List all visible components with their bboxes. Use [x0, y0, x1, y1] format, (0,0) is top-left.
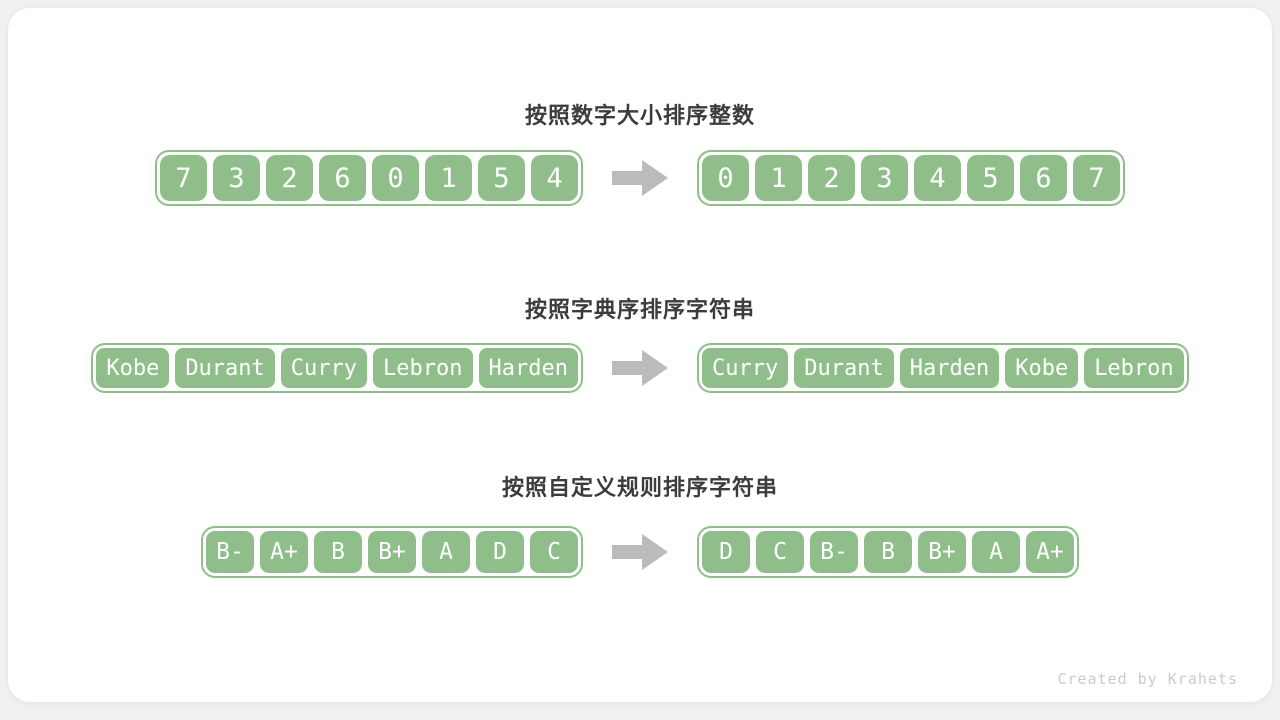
array-cell: Lebron: [1084, 348, 1184, 388]
array-cell: B: [314, 531, 362, 573]
array-cell: D: [702, 531, 750, 573]
array-cell: B: [864, 531, 912, 573]
array-cell: 7: [1073, 155, 1120, 201]
array-cell: Kobe: [96, 348, 170, 388]
array-cell: A+: [260, 531, 308, 573]
array-cell: B+: [368, 531, 416, 573]
array-cell: Durant: [175, 348, 275, 388]
array-cell: 0: [372, 155, 419, 201]
watermark: Created by Krahets: [1057, 670, 1238, 688]
array-cell: B-: [810, 531, 858, 573]
array-cell: Kobe: [1005, 348, 1079, 388]
arrow-right-icon: [612, 534, 668, 570]
array-cell: Curry: [702, 348, 789, 388]
array-cell: A: [422, 531, 470, 573]
array-cell: 5: [478, 155, 525, 201]
array-cell: A+: [1026, 531, 1074, 573]
section-title: 按照自定义规则排序字符串: [501, 475, 778, 500]
array-cell: 3: [213, 155, 260, 201]
array-cell: B+: [918, 531, 966, 573]
array-cell: Curry: [280, 348, 368, 388]
arrow-right-icon: [612, 350, 668, 386]
array-cell: D: [476, 531, 524, 573]
array-cell: 2: [266, 155, 313, 201]
array-cell: 2: [808, 155, 855, 201]
array-cell: 5: [967, 155, 1014, 201]
array-cell: 0: [702, 155, 749, 201]
array-cell: C: [756, 531, 804, 573]
array-cell: 4: [531, 155, 578, 201]
array-cell: 1: [755, 155, 802, 201]
section-title: 按照字典序排序字符串: [524, 297, 755, 322]
array-cell: 3: [861, 155, 908, 201]
array-cell: C: [530, 531, 578, 573]
array-cell: 7: [160, 155, 207, 201]
array-cell: 4: [914, 155, 961, 201]
array-cell: Harden: [899, 348, 1000, 388]
array-cell: Lebron: [373, 348, 473, 388]
array-cell: Durant: [794, 348, 894, 388]
section-title: 按照数字大小排序整数: [524, 103, 755, 128]
arrow-right-icon: [612, 160, 668, 196]
array-cell: 6: [319, 155, 366, 201]
array-cell: 6: [1020, 155, 1067, 201]
array-cell: 1: [425, 155, 472, 201]
array-cell: B-: [206, 531, 254, 573]
array-cell: A: [972, 531, 1020, 573]
array-cell: Harden: [478, 348, 578, 388]
